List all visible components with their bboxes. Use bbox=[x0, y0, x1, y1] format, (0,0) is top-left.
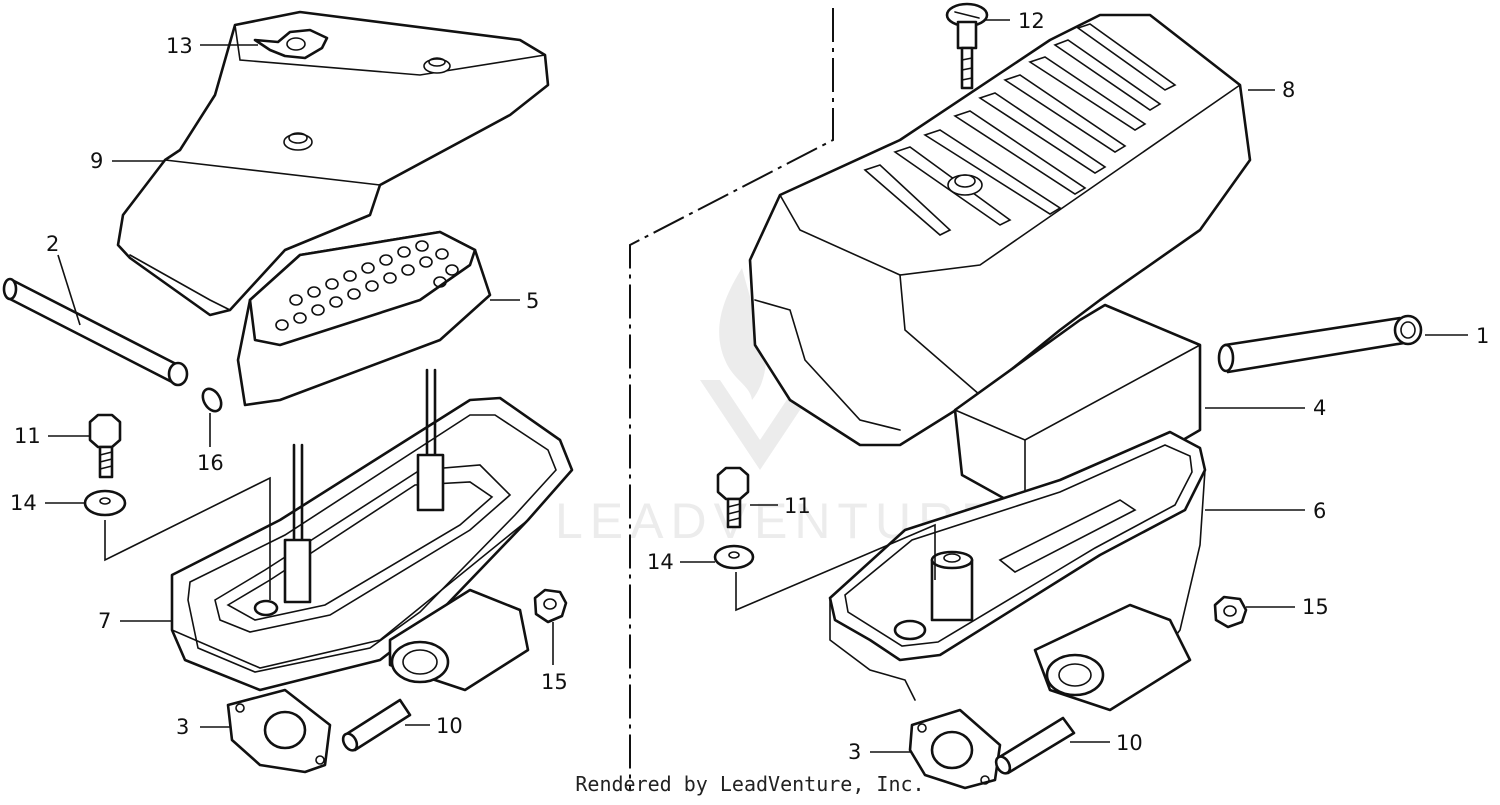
flange-nut-part-15-right bbox=[1213, 595, 1248, 629]
callout-6: 6 bbox=[1313, 499, 1326, 523]
clip-part-16 bbox=[201, 387, 223, 413]
callout-15-left: 15 bbox=[541, 670, 568, 694]
wing-nut-part-13 bbox=[253, 28, 329, 60]
air-cleaner-case-part-6 bbox=[828, 430, 1207, 712]
callout-8: 8 bbox=[1282, 78, 1295, 102]
pipe-part-10-right bbox=[994, 716, 1076, 775]
watermark-logo-icon bbox=[700, 268, 820, 470]
callout-labels: 1 2 3 3 4 5 6 7 8 9 10 10 11 11 12 13 14… bbox=[10, 9, 1489, 764]
gasket-part-3-left bbox=[226, 688, 332, 774]
callout-3-right: 3 bbox=[848, 740, 861, 764]
pipe-part-10-left bbox=[341, 698, 412, 752]
assembly-bracket-line-right bbox=[735, 523, 936, 612]
callout-4: 4 bbox=[1313, 396, 1326, 420]
flange-nut-part-15-left bbox=[533, 588, 568, 624]
bolt-part-11-right bbox=[716, 466, 750, 529]
callout-14-right: 14 bbox=[647, 550, 674, 574]
breather-tube-part-2 bbox=[2, 277, 189, 387]
callout-15-right: 15 bbox=[1302, 595, 1329, 619]
callout-13: 13 bbox=[166, 34, 193, 58]
knob-screw-part-12 bbox=[945, 2, 989, 90]
callout-11-left: 11 bbox=[14, 424, 41, 448]
callout-3-left: 3 bbox=[176, 715, 189, 739]
callout-5: 5 bbox=[526, 289, 539, 313]
gasket-part-3-right bbox=[908, 708, 1002, 790]
air-cleaner-case-part-7 bbox=[170, 368, 574, 692]
assembly-bracket-line-left bbox=[104, 476, 271, 600]
callout-2: 2 bbox=[46, 232, 59, 256]
callout-16: 16 bbox=[197, 451, 224, 475]
air-filter-element-part-5 bbox=[236, 230, 492, 407]
callout-10-right: 10 bbox=[1116, 731, 1143, 755]
breather-tube-part-1 bbox=[1217, 314, 1423, 374]
section-divider-line bbox=[629, 8, 834, 790]
air-cleaner-cover-part-9 bbox=[116, 10, 550, 317]
air-cleaner-cover-part-8 bbox=[748, 13, 1252, 447]
leader-lines bbox=[45, 19, 1468, 753]
callout-10-left: 10 bbox=[436, 714, 463, 738]
washer-part-14-left bbox=[83, 489, 127, 517]
callout-9: 9 bbox=[90, 149, 103, 173]
callout-11-right: 11 bbox=[784, 494, 811, 518]
footer-credit: Rendered by LeadVenture, Inc. bbox=[575, 772, 925, 796]
callout-14-left: 14 bbox=[10, 491, 37, 515]
callout-1: 1 bbox=[1476, 324, 1489, 348]
bolt-part-11-left bbox=[88, 413, 122, 479]
callout-12: 12 bbox=[1018, 9, 1045, 33]
watermark: LEADVENTURE bbox=[555, 268, 995, 549]
washer-part-14-right bbox=[713, 544, 755, 570]
callout-7: 7 bbox=[98, 609, 111, 633]
